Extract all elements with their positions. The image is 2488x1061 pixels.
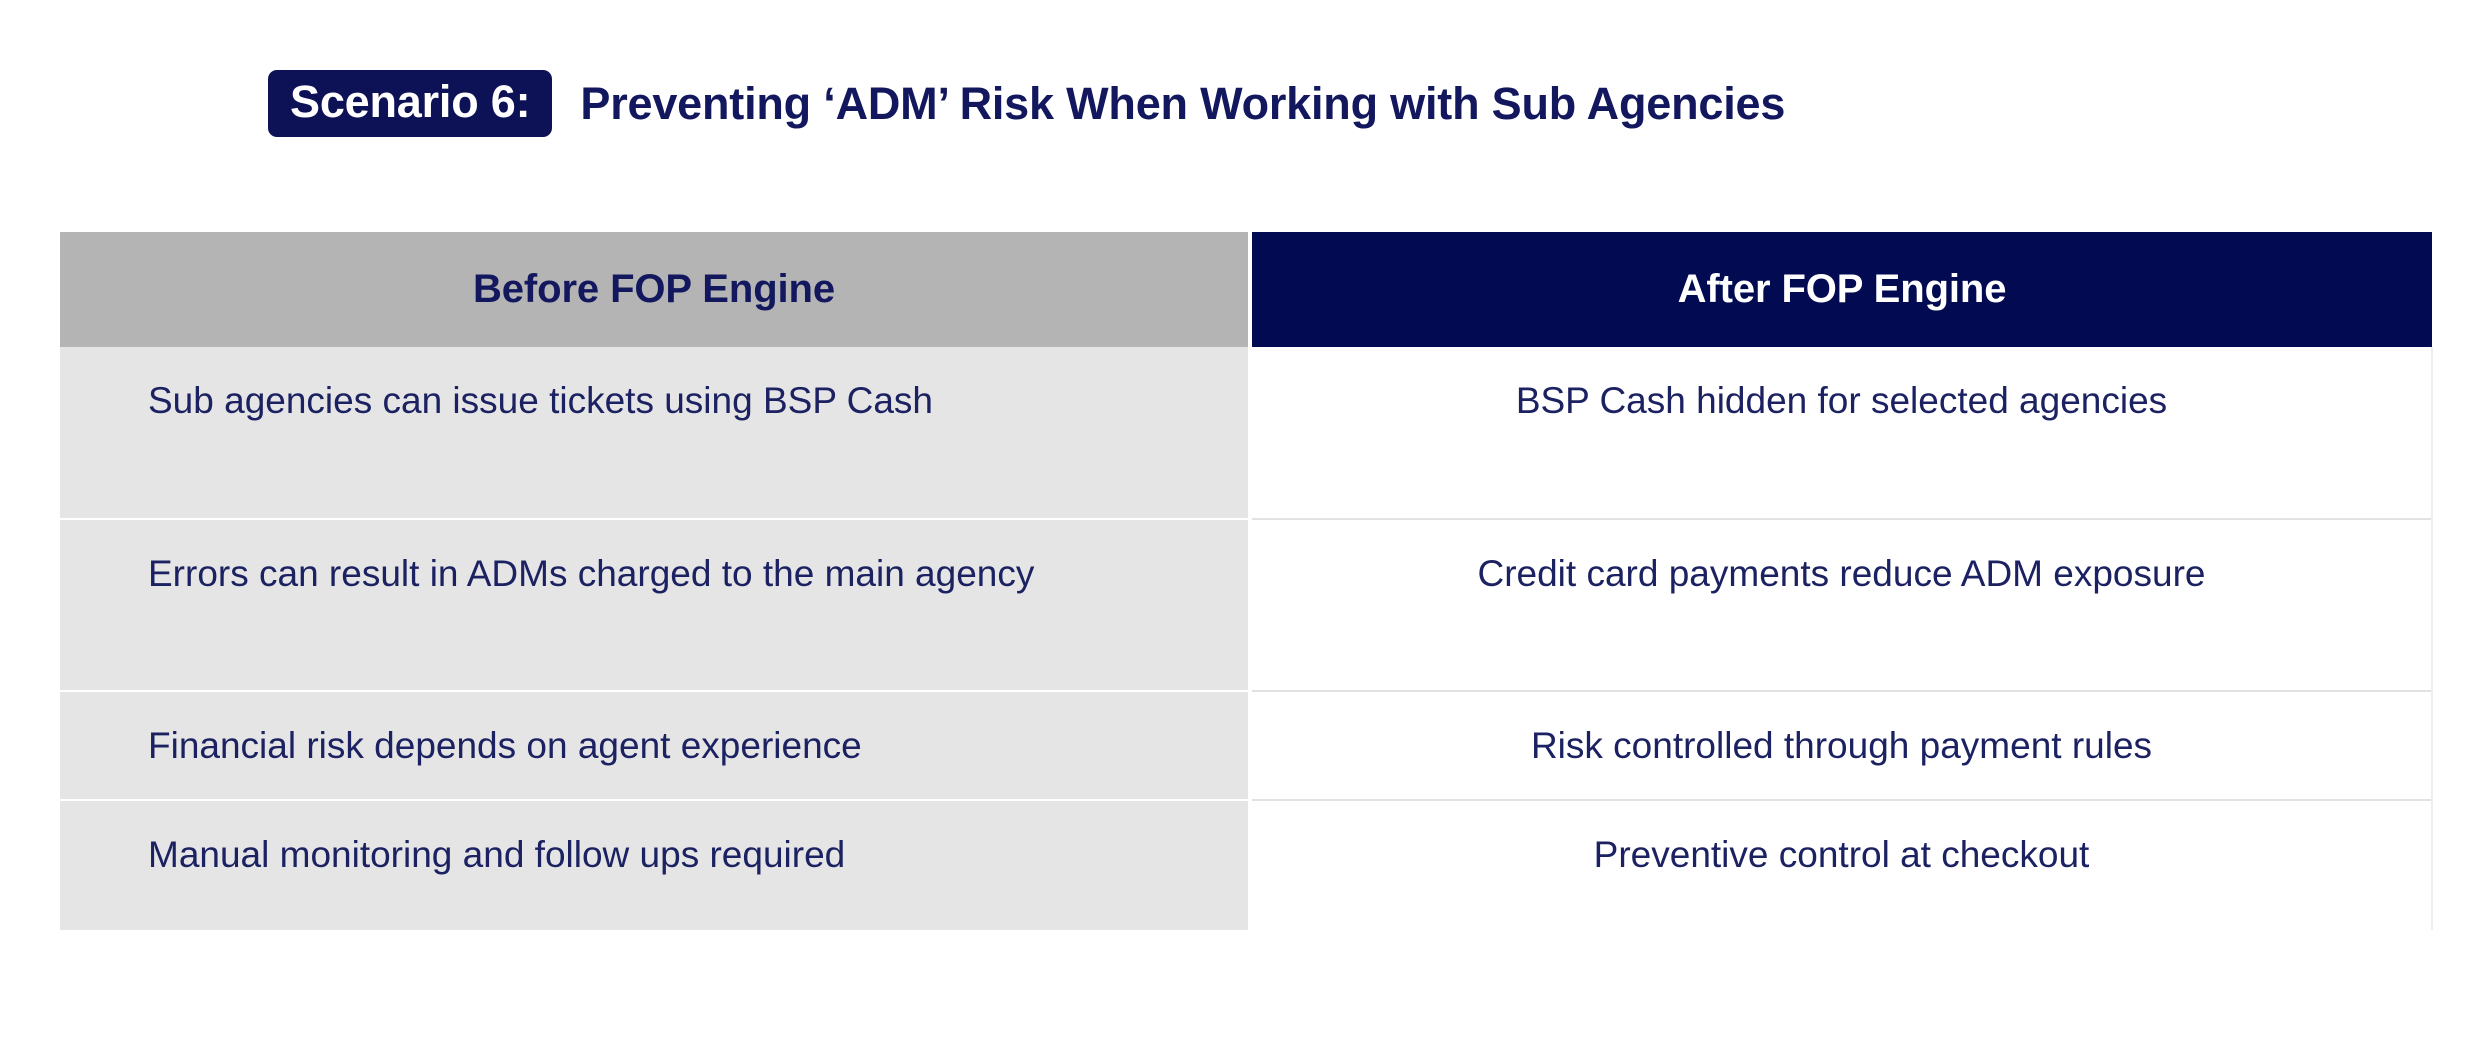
table-row: Financial risk depends on agent experien… [60, 689, 2433, 801]
table-header-row: Before FOP Engine After FOP Engine [60, 232, 2432, 347]
page-title: Preventing ‘ADM’ Risk When Working with … [580, 78, 1786, 129]
cell-before: Manual monitoring and follow ups require… [60, 799, 1252, 931]
table-row: Errors can result in ADMs charged to the… [60, 518, 2433, 691]
table-header: Before FOP Engine After FOP Engine [60, 232, 2432, 347]
cell-after: BSP Cash hidden for selected agencies [1250, 347, 2433, 519]
cell-before: Sub agencies can issue tickets using BSP… [60, 347, 1252, 519]
cell-after: Preventive control at checkout [1250, 799, 2433, 931]
scenario-badge: Scenario 6: [268, 70, 553, 137]
cell-before: Financial risk depends on agent experien… [60, 689, 1252, 801]
cell-after: Credit card payments reduce ADM exposure [1250, 518, 2433, 691]
column-header-before: Before FOP Engine [60, 232, 1252, 347]
table-row: Manual monitoring and follow ups require… [60, 799, 2433, 931]
table-body: Sub agencies can issue tickets using BSP… [60, 347, 2433, 931]
cell-before: Errors can result in ADMs charged to the… [60, 518, 1252, 691]
slide-title-row: Scenario 6: Preventing ‘ADM’ Risk When W… [268, 70, 1785, 137]
column-header-after: After FOP Engine [1250, 232, 2432, 347]
comparison-table: Before FOP Engine After FOP Engine Sub a… [60, 232, 2433, 931]
cell-after: Risk controlled through payment rules [1250, 689, 2433, 801]
comparison-table-wrapper: Before FOP Engine After FOP Engine Sub a… [60, 232, 2433, 931]
table-row: Sub agencies can issue tickets using BSP… [60, 347, 2433, 519]
